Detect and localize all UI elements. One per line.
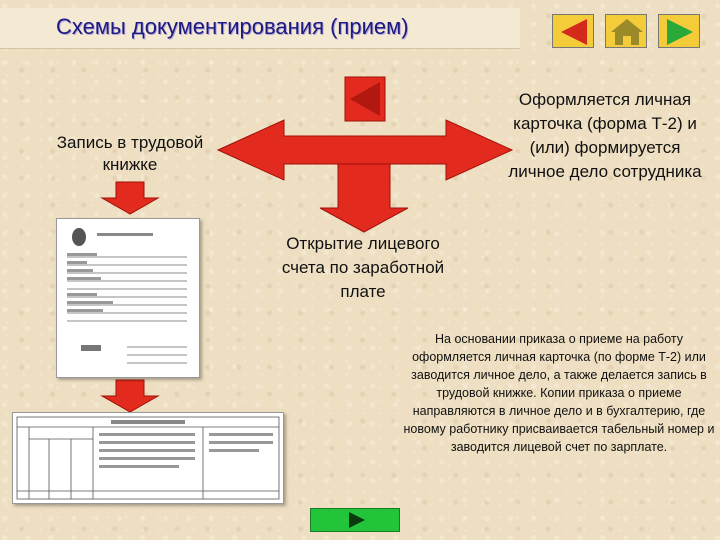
double-arrow — [216, 119, 514, 233]
left-label: Запись в трудовой книжке — [56, 133, 204, 174]
work-records-table-drawing — [16, 416, 280, 500]
employment-book-image — [56, 218, 200, 378]
middle-label: Открытие лицевого счета по заработной пл… — [281, 234, 445, 301]
employment-book-drawing — [67, 228, 187, 364]
triangle-right-icon — [667, 19, 693, 45]
triangle-right-icon — [349, 512, 365, 528]
nav-next-button[interactable] — [658, 14, 700, 48]
house-icon — [611, 19, 643, 45]
work-records-table-image — [12, 412, 284, 504]
nav-home-button[interactable] — [605, 14, 647, 48]
nav-prev-button[interactable] — [552, 14, 594, 48]
down-arrow-2 — [100, 379, 160, 413]
description-paragraph: На основании приказа о приеме на работу … — [403, 332, 715, 454]
down-arrow-1 — [100, 181, 160, 215]
slide-title: Схемы документирования (прием) — [56, 14, 409, 39]
triangle-left-icon — [561, 19, 587, 45]
back-arrow-button[interactable] — [344, 76, 386, 122]
bottom-next-button[interactable] — [310, 508, 400, 532]
slide-title-bar: Схемы документирования (прием) — [0, 8, 520, 49]
right-label: Оформляется личная карточка (форма Т-2) … — [508, 90, 702, 181]
